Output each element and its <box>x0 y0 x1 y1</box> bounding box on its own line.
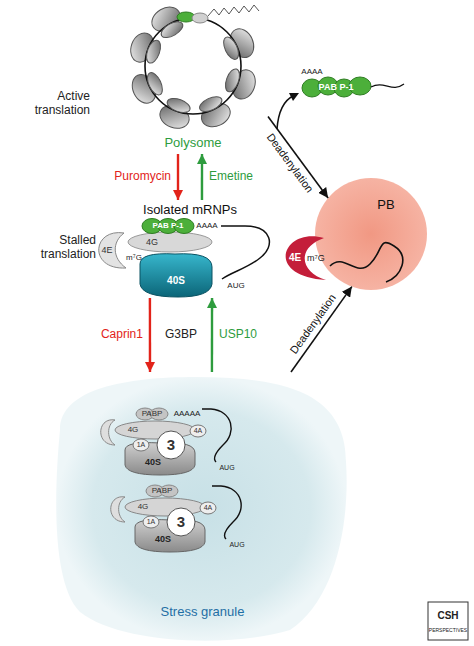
protein-label: PABP <box>142 409 163 418</box>
stress-granule-body-part <box>101 408 231 475</box>
ribosome-small-subunit <box>223 67 242 94</box>
factor-label: 1A <box>137 441 146 449</box>
node-label: Polysome <box>164 136 221 151</box>
ribosome-label: 40S <box>155 534 171 544</box>
polya-tail: AAAAA <box>174 409 201 418</box>
protein-label: G3BP <box>165 328 197 342</box>
transition-arrow <box>149 298 151 372</box>
polysome-node: Polysome <box>118 4 268 154</box>
factor-label: 4G <box>138 502 149 511</box>
codon-label: AUG <box>229 541 244 549</box>
protein-label: PAB P-1 <box>319 82 354 92</box>
stalled-mrnp-part <box>99 233 126 268</box>
ribosome-label: 40S <box>145 457 161 467</box>
stage-label: Stalled translation <box>16 234 96 262</box>
transition-arrow <box>201 154 203 200</box>
factor-label: 3 <box>167 436 175 453</box>
logo-text: PERSPECTIVES <box>429 628 467 634</box>
factor-label: 4A <box>204 504 213 512</box>
factor-label: 1A <box>147 518 156 526</box>
ribosome-small-subunit <box>221 35 242 62</box>
ribosome-label: 40S <box>167 275 185 287</box>
factor-label: 3 <box>177 513 185 530</box>
protein-label: PABP <box>152 486 173 495</box>
factor-label: 4G <box>128 425 139 434</box>
edge-label: Caprin1 <box>101 328 143 342</box>
stalled-mrnp-part <box>140 254 212 297</box>
polysome-illustration-part <box>127 2 259 132</box>
factor-label: 4G <box>146 237 158 247</box>
released-pabp-part <box>371 84 404 87</box>
stress-granule-node: Stress granule <box>55 372 350 640</box>
ribosome-small-subunit <box>144 38 163 65</box>
codon-label: AUG <box>219 464 234 472</box>
p-body-part <box>286 236 326 280</box>
edge-label: Deadenylation <box>288 291 339 356</box>
edge-label: Deadenylation <box>264 131 316 195</box>
node-label: Isolated mRNPs <box>143 203 237 218</box>
edge-label: Emetine <box>209 170 253 184</box>
p-body-part <box>330 243 403 282</box>
stress-granule-body-part <box>56 377 346 641</box>
stalled-mrnp-part <box>128 232 212 252</box>
ribosome-small-subunit <box>144 70 165 97</box>
polya-tail: AAAA <box>196 221 217 230</box>
edge-label: USP10 <box>219 328 257 342</box>
protein-label: PAB P-1 <box>153 221 184 230</box>
stress-granule-body <box>56 377 346 641</box>
node-label: PB <box>377 198 394 213</box>
factor-label: 4E <box>101 245 112 255</box>
stage-label: Active translation <box>10 90 90 118</box>
stress-granule-body-part <box>111 485 241 552</box>
polya-tail: AAAA <box>301 67 322 76</box>
transition-arrow <box>177 154 179 200</box>
polysome-illustration-part <box>192 13 208 23</box>
mrnp-node: Isolated mRNPs <box>95 200 285 298</box>
p-body-part <box>315 178 427 290</box>
factor-label: 4A <box>194 427 203 435</box>
p-body <box>286 178 427 290</box>
cap-label: m⁷G <box>307 253 325 263</box>
stalled-mrnp <box>99 219 270 298</box>
polysome-illustration-part <box>144 18 242 115</box>
logo-text: CSH <box>437 610 458 622</box>
released-pabp-part <box>277 96 293 129</box>
ribosome-small-subunit <box>197 94 224 115</box>
publisher-logo <box>428 602 468 640</box>
factor-label: 4E <box>289 252 301 264</box>
released-pabp-part <box>289 93 299 101</box>
transition-arrow <box>211 298 213 372</box>
polysome-illustration-part <box>208 5 259 16</box>
released-pabp <box>277 77 404 129</box>
codon-label: AUG <box>227 281 244 290</box>
polysome-illustration <box>127 2 259 132</box>
ribosome-small-subunit <box>165 96 192 115</box>
cap-label: m⁷G <box>126 253 142 262</box>
p-body-node: PB <box>315 178 427 290</box>
stalled-mrnp-part <box>221 226 269 279</box>
edge-label: Puromycin <box>114 170 171 184</box>
node-label: Stress granule <box>161 605 245 620</box>
polysome-illustration-part <box>145 18 241 114</box>
